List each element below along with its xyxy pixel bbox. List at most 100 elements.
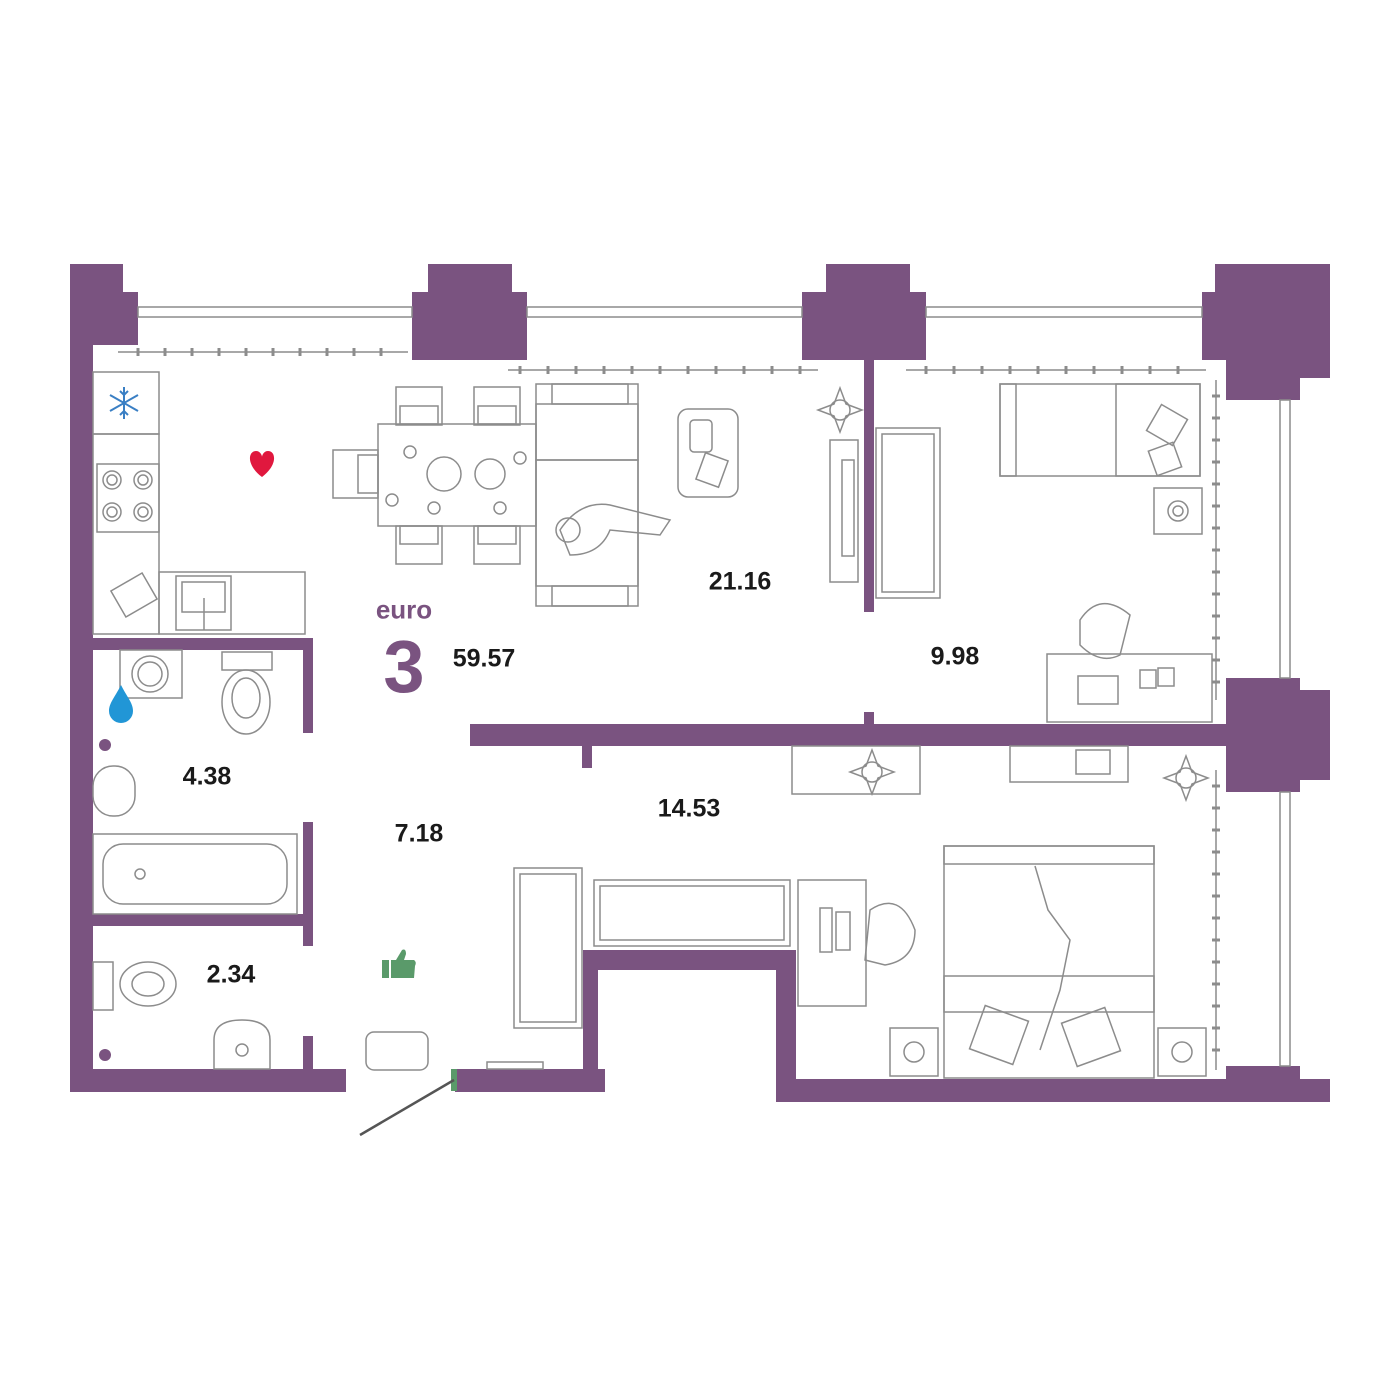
curtain-ring <box>1212 614 1220 618</box>
dining-table <box>377 423 537 527</box>
wardrobe-2 <box>593 879 791 947</box>
window-2 <box>526 306 803 318</box>
room-area-bathroom: 4.38 <box>182 762 232 791</box>
wall-wc-right <box>303 1036 313 1076</box>
cutting-board <box>109 571 159 619</box>
heart-icon <box>249 451 275 477</box>
curtain-ring <box>190 348 194 356</box>
wall-step-2 <box>583 950 793 970</box>
curtain-ring <box>1212 526 1220 530</box>
room-area-bedroom-1: 9.98 <box>930 642 980 671</box>
curtain-ring <box>1212 548 1220 552</box>
entrance-door <box>359 1069 457 1137</box>
wall-bath-right <box>303 638 313 733</box>
curtain-ring <box>1212 460 1220 464</box>
curtain-ring <box>298 348 302 356</box>
curtain-ring <box>1212 872 1220 876</box>
wall-bottom-middle <box>455 1069 605 1092</box>
curtains <box>118 351 1217 1070</box>
curtain-ring <box>1036 366 1040 374</box>
pillar-top-right <box>1202 264 1330 400</box>
curtain-ring <box>1212 1026 1220 1030</box>
kitchen <box>92 371 306 635</box>
curtain-ring <box>1212 504 1220 508</box>
markers <box>99 739 111 1061</box>
wall-left <box>70 264 93 1092</box>
wall-bath-right-2 <box>303 822 313 946</box>
pillar-bottom-right <box>1226 1066 1330 1102</box>
wall-bed1-left-stub <box>864 712 874 724</box>
pillar-2 <box>412 264 527 360</box>
curtain-ring <box>1212 680 1220 684</box>
curtain-ring <box>1212 806 1220 810</box>
wall-bath-bottom <box>93 914 313 926</box>
room-area-living: 21.16 <box>708 567 772 596</box>
pillar-3 <box>802 264 926 360</box>
curtain-ring <box>602 366 606 374</box>
hallway-items <box>365 1031 544 1071</box>
bed-1 <box>999 383 1201 477</box>
bathtub <box>92 833 298 915</box>
nightstand-2b <box>1157 1027 1207 1077</box>
wardrobe-3 <box>513 867 583 1029</box>
shelf-2 <box>1009 745 1129 783</box>
window-1 <box>137 306 413 318</box>
kitchen-counter-bottom <box>158 571 306 635</box>
windows <box>137 306 1291 1067</box>
curtain-ring <box>271 348 275 356</box>
cabinet-2 <box>791 745 921 795</box>
wc-fixtures <box>92 961 271 1070</box>
curtain-ring <box>1212 592 1220 596</box>
window-3 <box>925 306 1203 318</box>
bathroom-fixtures <box>92 649 298 915</box>
washing-machine <box>119 649 183 699</box>
curtain-ring <box>686 366 690 374</box>
apartment-type-prefix: euro <box>375 594 433 625</box>
pillar-right-middle <box>1226 678 1330 792</box>
wall-center-stub <box>582 746 592 768</box>
desk-1 <box>1046 653 1213 723</box>
curtain-ring <box>658 366 662 374</box>
curtain-ring <box>714 366 718 374</box>
bidet <box>92 765 136 817</box>
curtain-ring <box>1212 438 1220 442</box>
thumbs-up-icon <box>382 949 416 978</box>
curtain-ring <box>1212 1048 1220 1052</box>
curtain-ring <box>574 366 578 374</box>
rug <box>365 1031 429 1071</box>
curtain-ring <box>1008 366 1012 374</box>
wall-bed1-left <box>864 360 874 612</box>
kitchen-counter <box>92 433 160 635</box>
curtain-ring <box>1212 960 1220 964</box>
curtain-ring <box>136 348 140 356</box>
curtain-ring <box>742 366 746 374</box>
window-right-2 <box>1279 791 1291 1067</box>
walls <box>70 264 1330 1102</box>
curtain-ring <box>1212 570 1220 574</box>
curtain-ring <box>1064 366 1068 374</box>
curtain-ring <box>518 366 522 374</box>
curtain-ring <box>352 348 356 356</box>
curtain-ring <box>217 348 221 356</box>
curtain-ring <box>1212 1004 1220 1008</box>
curtain-ring <box>325 348 329 356</box>
curtain-ring <box>1212 658 1220 662</box>
curtain-ring <box>1176 366 1180 374</box>
room-count: 3 <box>383 625 425 708</box>
pillar-top-left <box>70 264 138 360</box>
wall-step <box>583 950 598 1080</box>
curtain-ring <box>546 366 550 374</box>
coffee-table <box>677 408 739 498</box>
curtain-ring <box>924 366 928 374</box>
curtain-ring <box>770 366 774 374</box>
curtain-ring <box>980 366 984 374</box>
curtain-ring <box>630 366 634 374</box>
curtain-ring <box>379 348 383 356</box>
bed-2 <box>943 845 1155 1079</box>
sofa <box>535 383 672 607</box>
curtain-ring <box>1148 366 1152 374</box>
curtain-dots <box>136 348 1220 1052</box>
curtain-ring <box>1212 784 1220 788</box>
curtain-ring <box>1212 916 1220 920</box>
